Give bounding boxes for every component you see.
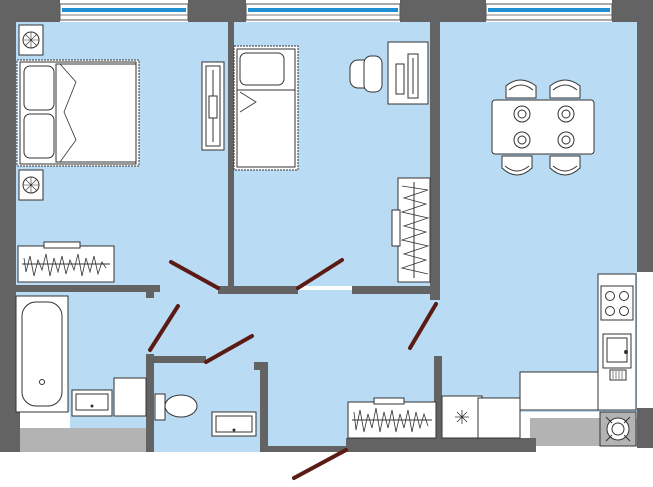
wall-kitchen-stub [434, 356, 442, 440]
hall-wardrobe [347, 397, 437, 439]
wall-wc-top [146, 356, 206, 363]
door-kitchen [408, 302, 438, 350]
outer-wall-top-segment-2 [188, 0, 246, 22]
toilet [154, 393, 198, 421]
wall-wc-right-cap [254, 362, 268, 370]
outer-wall-top-segment-1 [0, 0, 60, 22]
dining-chair [549, 155, 581, 176]
wall-bottom-left [0, 410, 20, 452]
dining-chair [549, 79, 581, 99]
window-kitchen [485, 3, 613, 21]
wall-bottom-hall [268, 446, 348, 452]
door-bedroom-2 [296, 258, 344, 290]
outer-wall-top-left [0, 0, 16, 412]
doors [148, 258, 438, 480]
office-chair [349, 55, 383, 93]
bathroom-vanity [71, 389, 113, 417]
single-bed [233, 45, 299, 171]
bathroom-sink [211, 411, 257, 437]
door-bedroom-1 [169, 260, 220, 290]
wall-bottom-right [637, 408, 653, 448]
outer-wall-top-segment-3 [400, 0, 486, 22]
wall-bedroom1-stub [146, 285, 154, 298]
wall-bedroom1-bottom [16, 285, 160, 292]
nightstand [18, 24, 44, 56]
washing-machine [113, 377, 147, 417]
wall-bottom-kitchen [346, 438, 536, 452]
double-bed [16, 59, 140, 167]
bathtub [15, 295, 69, 413]
hob [600, 285, 634, 321]
window-bedroom-2 [245, 3, 401, 21]
dining-chair [505, 79, 537, 99]
door-wc [204, 334, 254, 364]
windows [59, 3, 613, 21]
wall-bedroom2-bottom-a [218, 286, 298, 294]
wall-bath-right [146, 354, 154, 452]
bathroom-strip [16, 428, 146, 452]
wardrobe [391, 177, 431, 283]
walls [0, 0, 653, 452]
window-bedroom-1 [59, 3, 189, 21]
desk [387, 41, 429, 105]
partition-bedroom2-kitchen [430, 0, 440, 300]
outer-wall-right [637, 0, 653, 272]
partition-bedrooms [228, 0, 234, 290]
door-entrance [292, 448, 348, 480]
wall-unit [201, 61, 225, 151]
nightstand [18, 169, 44, 201]
boiler [599, 411, 637, 447]
wall-wc-right [260, 362, 268, 452]
sink [602, 333, 632, 381]
wardrobe [17, 241, 115, 283]
door-bathroom [148, 304, 180, 352]
fridge [441, 395, 521, 439]
wall-bedroom2-bottom-b [352, 286, 438, 294]
dining-chair [501, 155, 533, 176]
dining-table [491, 99, 595, 155]
